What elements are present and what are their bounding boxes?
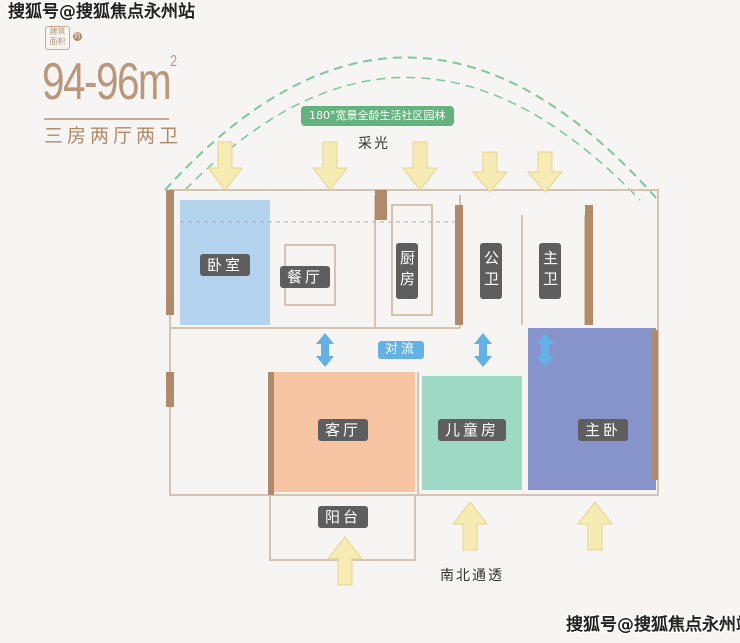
arrow-down-icon xyxy=(526,151,564,193)
room-bedroom: 卧室 xyxy=(200,254,251,276)
layout-type: 三房两厅两卫 xyxy=(44,125,183,147)
double-arrow-icon xyxy=(474,333,492,367)
area-label: 建筑面积 xyxy=(45,26,70,50)
ventilation-label: 对流 xyxy=(378,341,425,359)
arrow-down-icon xyxy=(471,151,509,193)
daylight-label: 采光 xyxy=(358,136,390,152)
daylight-arrows xyxy=(206,141,614,586)
wall-accents xyxy=(166,190,658,495)
room-living: 客厅 xyxy=(318,419,369,441)
master-fill xyxy=(528,328,656,490)
double-arrow-icon xyxy=(536,333,554,367)
arrow-up-icon xyxy=(451,501,489,551)
room-balcony: 阳台 xyxy=(318,506,369,528)
room-dining: 餐厅 xyxy=(280,266,331,288)
area-value: 94-96m2 xyxy=(42,53,177,111)
ventilation-arrows xyxy=(316,333,554,367)
view-arc-inner xyxy=(184,76,641,201)
arrow-up-icon xyxy=(326,536,364,586)
watermark-top: 搜狐号@搜狐焦点永州站 xyxy=(8,2,195,22)
approx-badge: 约 xyxy=(73,32,82,41)
room-kids: 儿童房 xyxy=(438,419,507,441)
divider xyxy=(44,118,169,120)
room-public-bath: 公卫 xyxy=(480,243,502,299)
room-master-bedroom: 主卧 xyxy=(578,419,629,441)
watermark-bottom: 搜狐号@搜狐焦点永州站 xyxy=(566,615,740,635)
room-master-bath: 主卫 xyxy=(539,243,561,299)
garden-badge: 180°宽景全龄生活社区园林 xyxy=(301,106,454,126)
arrow-down-icon xyxy=(206,141,244,191)
north-south-label: 南北通透 xyxy=(440,568,504,584)
arrow-up-icon xyxy=(576,501,614,551)
room-kitchen: 厨房 xyxy=(396,243,418,299)
view-arc xyxy=(164,56,659,201)
arrow-down-icon xyxy=(311,141,349,191)
double-arrow-icon xyxy=(316,333,334,367)
arrow-down-icon xyxy=(401,141,439,191)
